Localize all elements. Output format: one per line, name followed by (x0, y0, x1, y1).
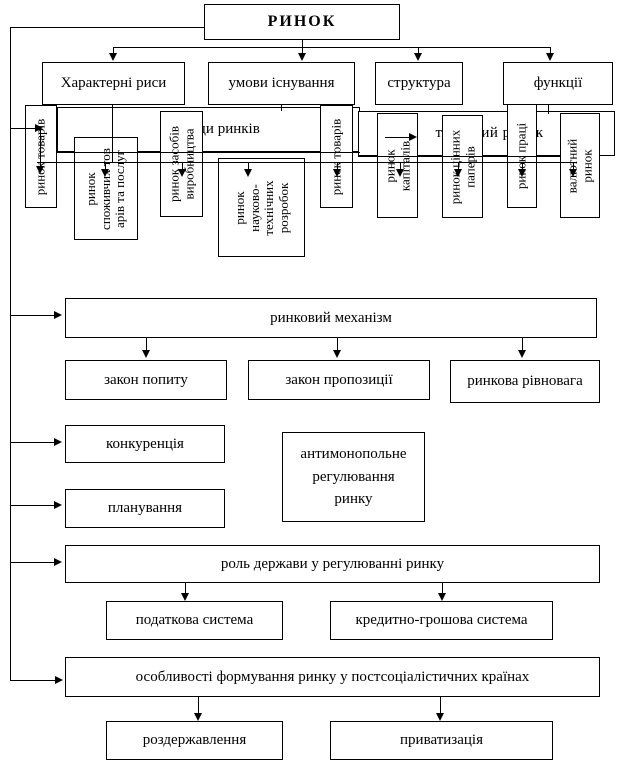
connector-stem (337, 338, 338, 350)
connector-stem (400, 162, 401, 169)
market-label-consumer-goods: ринок споживчих тов арів та послуг (83, 147, 128, 230)
planning-box: планування (65, 489, 225, 528)
connector-root-drop (302, 40, 303, 47)
market-box-securities: ринок цінних паперів (442, 115, 483, 218)
arrowhead-down-icon (454, 169, 462, 177)
arrowhead-down-icon (333, 169, 341, 177)
connector-stem (198, 697, 199, 713)
arrowhead-down-icon (101, 169, 109, 177)
connector-stem (442, 583, 443, 593)
connector-stem (337, 162, 338, 169)
market-box-capital: ринок капіталів (377, 113, 418, 218)
root-box-market: РИНОК (204, 4, 400, 40)
connector-spine-transition (10, 680, 55, 681)
market-label-rnd: ринок науково- технічних розробок (231, 179, 291, 236)
arrowhead-down-icon (178, 169, 186, 177)
arrowhead-down-icon (194, 713, 202, 721)
competition-box: конкуренція (65, 425, 225, 463)
connector-spine-mechanism (10, 315, 54, 316)
connector-structure-arrow (385, 137, 409, 138)
connector-stem (146, 338, 147, 350)
connector-stem (105, 162, 106, 169)
connector-stem (522, 162, 523, 169)
connector-stem (418, 47, 419, 54)
arrowhead-right-icon (35, 124, 43, 132)
market-bus-line (37, 162, 577, 163)
arrowhead-down-icon (36, 166, 44, 174)
arrowhead-down-icon (298, 53, 306, 61)
connector-branch-bus (113, 47, 550, 48)
arrowhead-right-icon (54, 558, 62, 566)
connector-functions-drop (548, 105, 549, 114)
arrowhead-down-icon (569, 169, 577, 177)
arrowhead-right-icon (54, 501, 62, 509)
arrowhead-down-icon (333, 350, 341, 358)
arrowhead-right-icon (54, 438, 62, 446)
arrowhead-down-icon (518, 169, 526, 177)
market-box-goods-1: ринок товарів (25, 105, 57, 208)
arrowhead-right-icon (409, 133, 417, 141)
group-a-bottom-line (57, 152, 360, 153)
connector-stem (182, 162, 183, 169)
arrowhead-down-icon (142, 350, 150, 358)
supply-law-box: закон пропозиції (248, 360, 430, 400)
arrowhead-down-icon (244, 169, 252, 177)
market-label-capital: ринок капіталів (381, 140, 412, 191)
connector-spine-planning (10, 505, 54, 506)
market-label-securities: ринок цінних паперів (446, 129, 477, 204)
arrowhead-down-icon (438, 593, 446, 601)
connector-stem (440, 697, 441, 713)
state-role-box: роль держави у регулюванні ринку (65, 545, 600, 583)
connector-stem (458, 162, 459, 169)
branch-box-conditions: умови існування (208, 62, 355, 105)
market-label-goods-2: ринок товарів (328, 118, 344, 195)
connector-stem (522, 338, 523, 350)
connector-stem (302, 47, 303, 54)
market-box-goods-2: ринок товарів (320, 105, 353, 208)
demand-law-box: закон попиту (65, 360, 227, 400)
connector-stem (573, 162, 574, 169)
arrowhead-down-icon (109, 53, 117, 61)
connector-spine-competition (10, 442, 54, 443)
spine-line (10, 27, 11, 680)
market-box-currency: валютний ринок (560, 113, 600, 218)
market-box-production-means: ринок засобів виробництва (160, 111, 203, 217)
group-b-bottom-line (358, 156, 560, 157)
arrowhead-down-icon (396, 169, 404, 177)
branch-box-structure: структура (375, 62, 463, 105)
branch-box-functions: функції (503, 62, 613, 105)
tax-system-box: податкова система (106, 601, 283, 640)
connector-stem (40, 128, 41, 166)
market-label-currency: валютний ринок (564, 138, 594, 193)
connector-stem (550, 47, 551, 54)
connector-stem (248, 162, 249, 169)
market-box-rnd: ринок науково- технічних розробок (218, 158, 305, 257)
arrowhead-down-icon (181, 593, 189, 601)
denationalization-box: роздержавлення (106, 721, 283, 760)
connector-root-to-spine (10, 27, 204, 28)
privatization-box: приватизація (330, 721, 553, 760)
arrowhead-down-icon (546, 53, 554, 61)
mechanism-box: ринковий механізм (65, 298, 597, 338)
equilibrium-box: ринкова рівновага (450, 360, 600, 403)
arrowhead-down-icon (518, 350, 526, 358)
arrowhead-right-icon (55, 676, 63, 684)
arrowhead-down-icon (414, 53, 422, 61)
antimonopoly-box: антимонопольне регулювання ринку (282, 432, 425, 522)
connector-conditions-drop (281, 105, 282, 111)
connector-spine-state (10, 562, 54, 563)
branch-box-features: Характерні риси (42, 62, 185, 105)
credit-system-box: кредитно-грошова система (330, 601, 553, 640)
arrowhead-down-icon (436, 713, 444, 721)
connector-features-drop (112, 105, 113, 162)
connector-stem (185, 583, 186, 593)
market-box-consumer-goods: ринок споживчих тов арів та послуг (74, 137, 138, 240)
arrowhead-right-icon (54, 311, 62, 319)
transition-box: особливості формування ринку у постсоціа… (65, 657, 600, 697)
connector-stem (113, 47, 114, 54)
connector-spine-to-goods (10, 128, 36, 129)
